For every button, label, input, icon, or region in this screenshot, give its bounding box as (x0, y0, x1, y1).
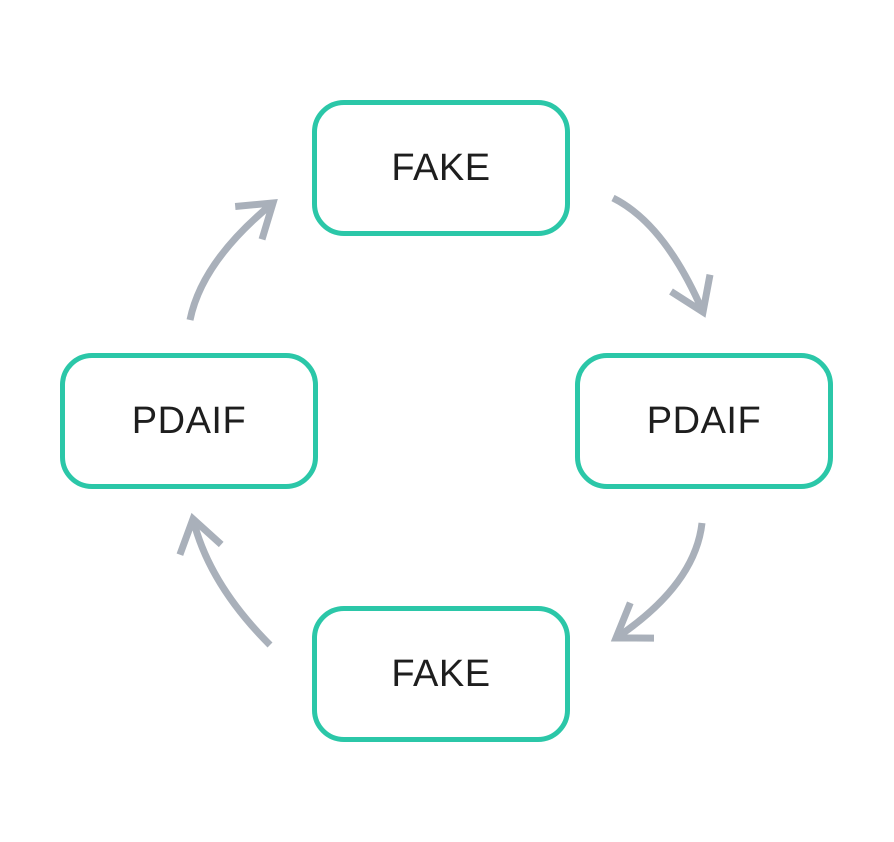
arrow-left-to-top-head (234, 199, 278, 241)
arrow-bottom-to-left-head (176, 512, 224, 556)
node-fake-top: FAKE (312, 100, 570, 236)
arrow-top-to-right (611, 194, 714, 318)
node-pdaif-left: PDAIF (60, 353, 318, 489)
node-label: PDAIF (646, 399, 762, 442)
node-label: FAKE (391, 146, 491, 189)
node-pdaif-right: PDAIF (575, 353, 833, 489)
arrow-left-to-top-shaft (186, 200, 276, 321)
node-label: FAKE (391, 652, 491, 695)
arrow-right-to-bottom (610, 522, 706, 642)
arrow-left-to-top (186, 199, 278, 321)
arrow-bottom-to-left-shaft (189, 518, 273, 648)
arrow-top-to-right-head (669, 274, 714, 318)
node-label: PDAIF (131, 399, 247, 442)
arrow-right-to-bottom-head (610, 601, 655, 642)
arrow-bottom-to-left (176, 512, 273, 648)
node-fake-bottom: FAKE (312, 606, 570, 742)
arrow-top-to-right-shaft (611, 194, 707, 314)
arrow-right-to-bottom-shaft (614, 522, 706, 641)
